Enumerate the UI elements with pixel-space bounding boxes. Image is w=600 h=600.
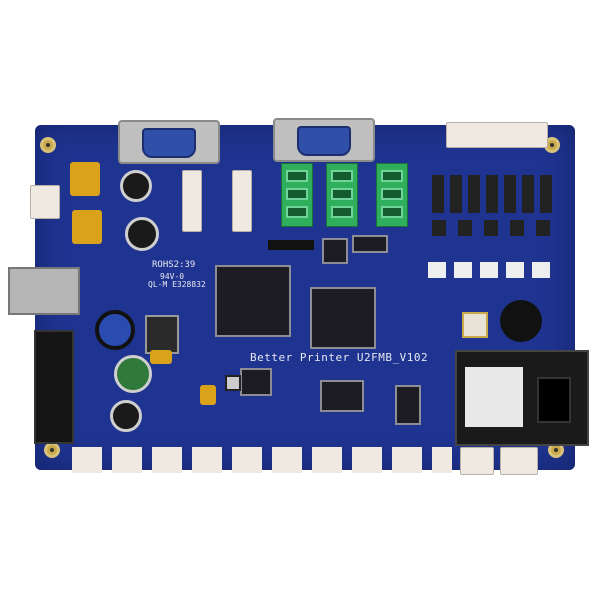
vga-connector-right [273,118,375,162]
bga-chip [310,287,376,349]
rohs-label: ROHS2:39 [152,260,196,270]
ic-chip [395,385,421,425]
electrolytic-capacitor [125,217,159,251]
mounting-hole [44,442,60,458]
ic-chip [322,238,348,264]
terminal-block [281,163,313,227]
flammability-label: 94V-0 [160,272,185,281]
ic-chip [240,368,272,396]
fiber-module [455,350,589,446]
qfp-chip [215,265,291,337]
electrolytic-capacitor [114,355,152,393]
push-button[interactable] [225,375,241,391]
electrolytic-capacitor [110,400,142,432]
mounting-hole [40,137,56,153]
fiber-port [537,377,571,423]
buzzer [500,300,542,342]
chip-row [432,220,557,236]
bottom-connector [500,447,538,475]
ic-chip [352,235,388,253]
bottom-connector [460,447,494,475]
terminal-block [326,163,358,227]
electrolytic-capacitor [120,170,152,202]
capacitor [200,385,216,405]
ffc-connector [232,170,252,232]
pin-header [268,240,314,250]
vga-connector-left [118,120,220,164]
model-label: Better Printer U2FMB_V102 [250,351,429,364]
mosfet-row [432,175,557,213]
usb-port [8,267,80,315]
fiber-label [465,367,523,427]
ic-chip [320,380,364,412]
idc-header [34,330,74,444]
cert-label: QL-M E328832 [148,280,206,289]
power-connector [30,185,60,219]
regulator [145,315,179,354]
crystal [462,312,488,338]
capacitor [72,210,102,244]
ffc-connector [182,170,202,232]
bottom-connectors [72,447,452,473]
capacitor [70,162,100,196]
inductor [95,310,135,350]
top-connector [446,122,548,148]
capacitor [150,350,172,364]
led-row [428,262,553,278]
terminal-block [376,163,408,227]
